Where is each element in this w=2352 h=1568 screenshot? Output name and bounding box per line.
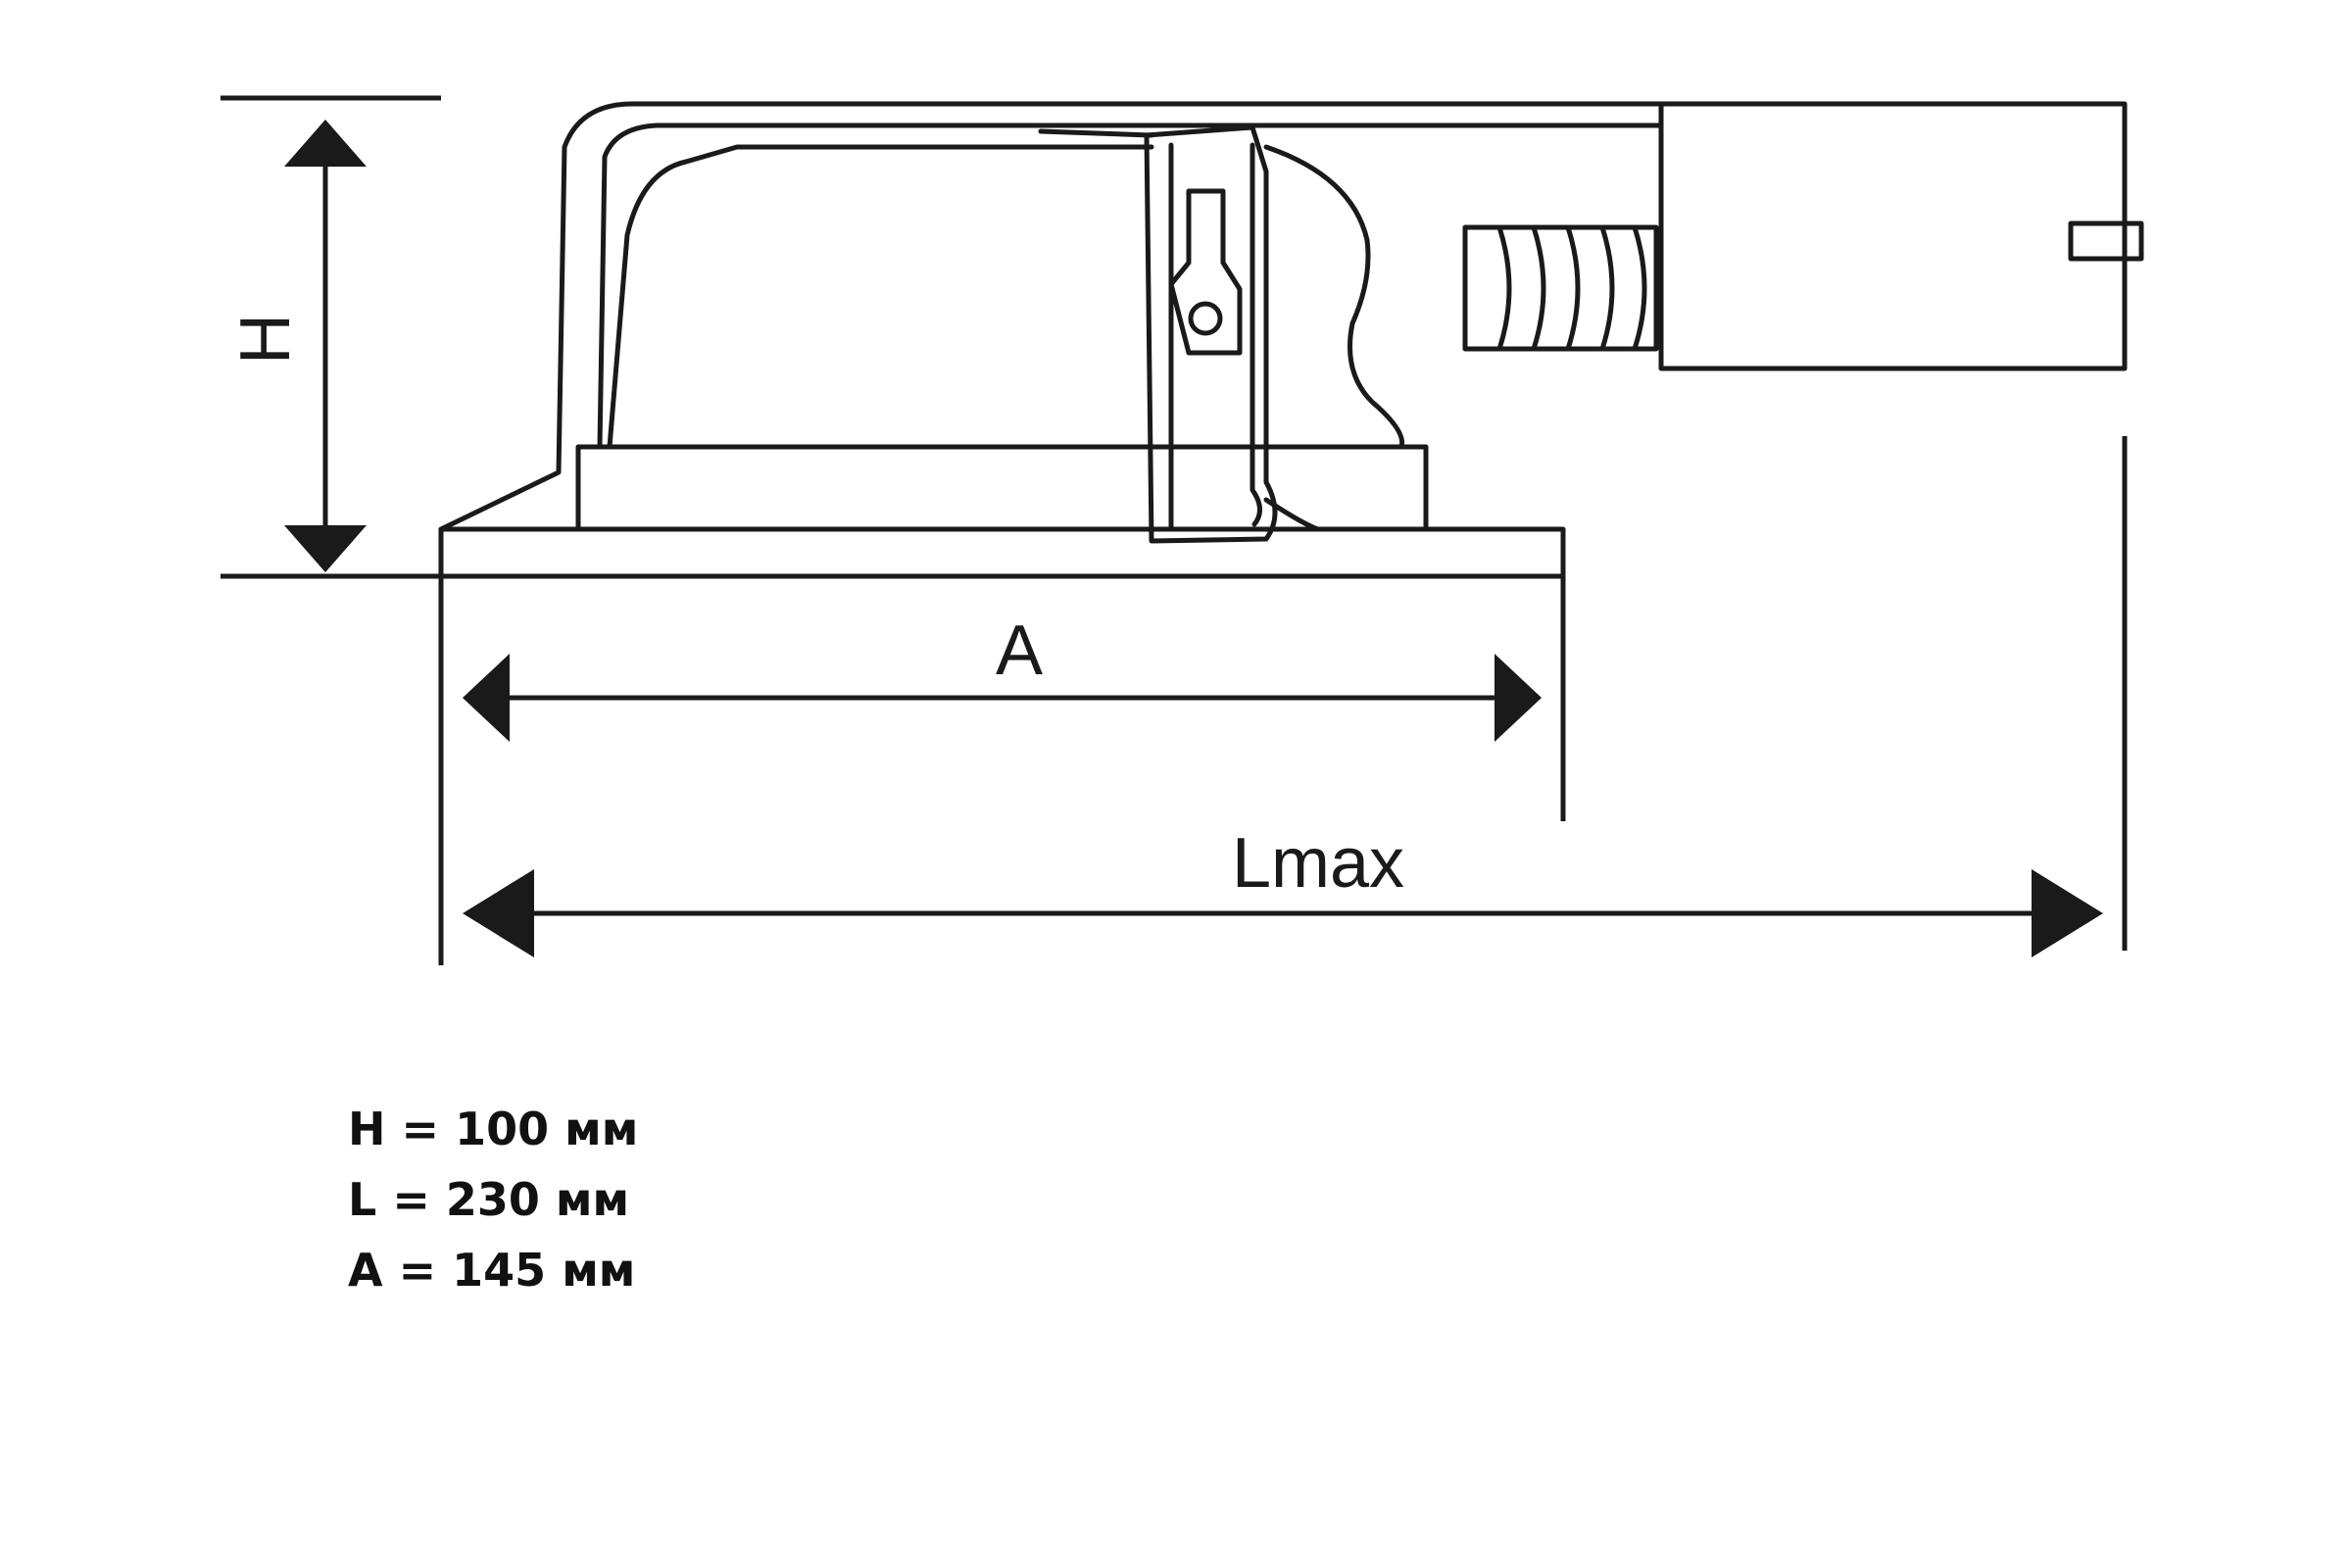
dimension-height: H (220, 95, 441, 579)
side-cover-lower (1263, 497, 1321, 532)
height-arrow-bottom (284, 525, 367, 572)
cutout-arrow-left (463, 654, 510, 742)
driver-box (1658, 101, 2128, 371)
cable-gland (1462, 224, 1659, 352)
spring-lever (1168, 188, 1243, 356)
specification-list: H = 100 мм L = 230 мм A = 145 мм (348, 1094, 638, 1305)
gland-coils (1496, 224, 1647, 352)
reflector-body (607, 128, 1154, 450)
glass-frame (575, 444, 1429, 532)
spec-height: H = 100 мм (348, 1102, 639, 1155)
driver-latch (2068, 220, 2144, 262)
side-cover (1263, 144, 1405, 450)
spec-cutout: A = 145 мм (348, 1244, 636, 1297)
height-arrow-top (284, 120, 367, 167)
spec-length: L = 230 мм (348, 1173, 630, 1226)
length-arrow-left (463, 869, 534, 957)
length-label: Lmax (1232, 824, 1404, 903)
housing-left-slope (438, 101, 1664, 532)
height-label: H (226, 314, 305, 365)
dimension-length: Lmax (463, 436, 2128, 957)
trim-flange (438, 526, 1566, 579)
length-arrow-right (2032, 869, 2103, 957)
clip-bracket-inner (1168, 142, 1262, 532)
cutout-label: A (996, 612, 1043, 690)
cutout-arrow-right (1494, 654, 1542, 742)
housing-inner-line (597, 122, 1664, 450)
lever-pivot (1188, 301, 1223, 336)
clip-bracket (1144, 124, 1278, 544)
luminaire-outline (438, 101, 2144, 579)
dimension-cutout: A (438, 576, 1566, 965)
